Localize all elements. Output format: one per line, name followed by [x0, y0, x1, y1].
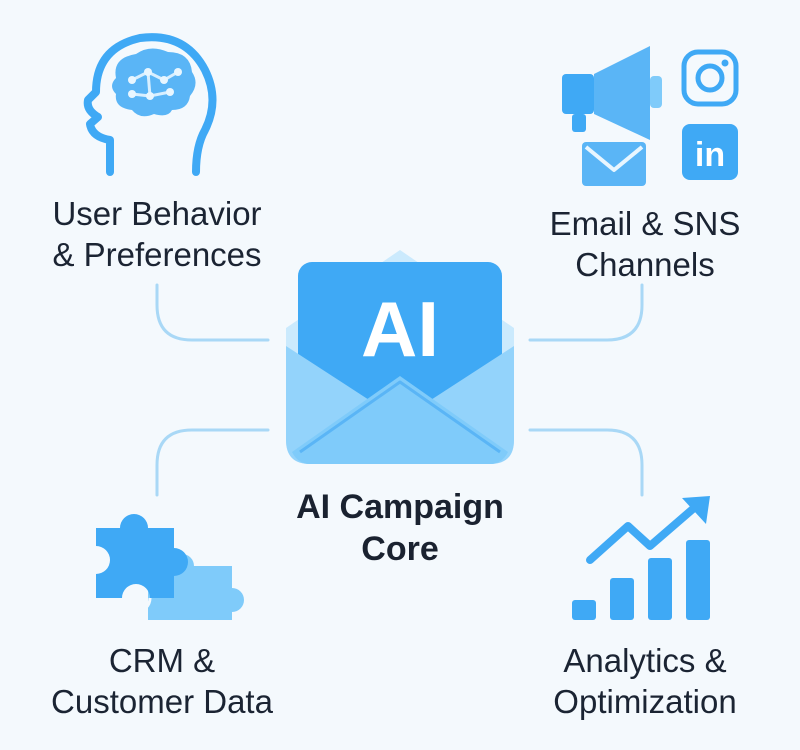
node-label-line: User Behavior [52, 195, 262, 232]
node-label-line: CRM & [108, 642, 216, 679]
node-label-line: & Preferences [52, 236, 262, 273]
connector-analytics [528, 428, 644, 497]
node-label-channels: Email & SNS Channels [520, 203, 770, 285]
node-label-user-behavior: User Behavior & Preferences [22, 193, 292, 275]
megaphone-icon [562, 46, 662, 140]
growth-chart-icon [572, 496, 710, 620]
core-label: AI Campaign Core [250, 486, 550, 570]
linkedin-icon: in [682, 124, 738, 180]
instagram-icon [681, 49, 739, 107]
node-label-line: Email & SNS [549, 205, 741, 242]
node-label-line: Channels [575, 246, 715, 283]
linkedin-badge: in [695, 136, 725, 174]
connectors [155, 283, 644, 497]
node-label-crm: CRM & Customer Data [22, 640, 302, 722]
core-title-line: AI Campaign [296, 488, 504, 526]
ai-badge: AI [361, 285, 439, 373]
connector-channels [528, 283, 644, 342]
puzzle-icon [96, 514, 244, 620]
envelope-icon: AI [286, 250, 514, 464]
connector-crm [155, 428, 270, 497]
node-label-analytics: Analytics & Optimization [510, 640, 780, 722]
node-label-line: Customer Data [51, 683, 273, 720]
connector-user-behavior [155, 283, 270, 342]
core-title-line: Core [361, 530, 439, 568]
node-label-line: Optimization [553, 683, 737, 720]
mail-icon [582, 142, 646, 186]
brain-head-icon [83, 33, 217, 176]
node-label-line: Analytics & [563, 642, 727, 679]
megaphone-social-icon: in [562, 46, 739, 186]
